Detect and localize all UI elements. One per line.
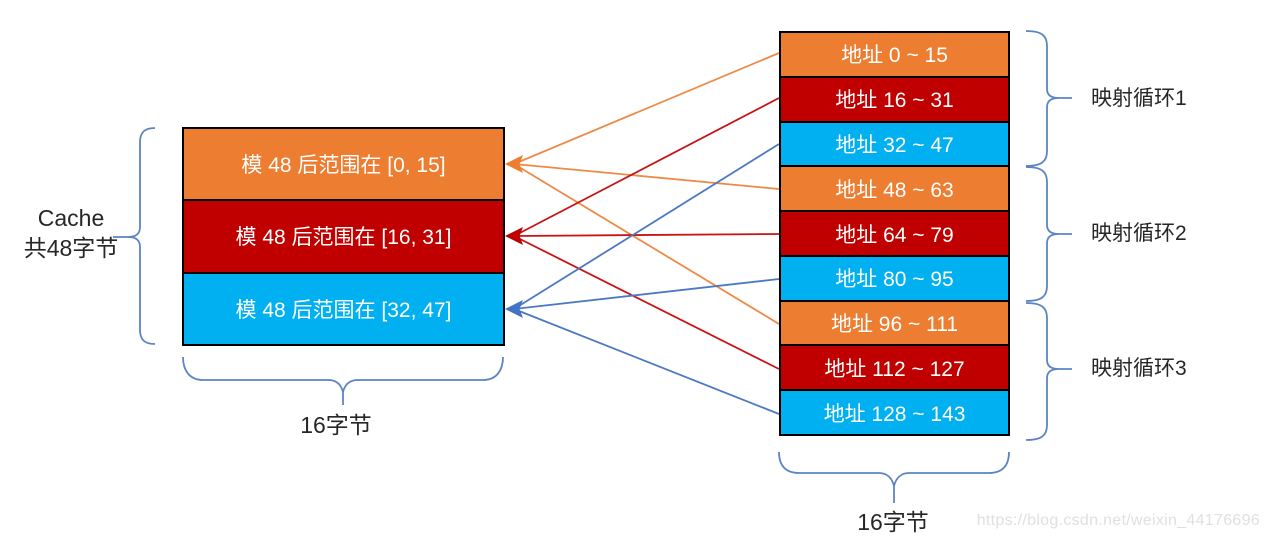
arrowhead-orange-icon bbox=[505, 155, 523, 173]
memory-box: 地址 0 ~ 15 地址 16 ~ 31 地址 32 ~ 47 地址 48 ~ … bbox=[779, 31, 1010, 436]
cycle-label-1: 映射循环1 bbox=[1091, 87, 1187, 110]
cache-row-1: 模 48 后范围在 [16, 31] bbox=[184, 201, 503, 274]
mapping-line-orange-3 bbox=[513, 163, 780, 325]
mapping-line-orange-2 bbox=[513, 163, 780, 190]
mapping-line-orange-1 bbox=[513, 52, 780, 165]
cycle-brace-3 bbox=[1025, 302, 1072, 441]
memory-width-brace bbox=[778, 451, 1010, 503]
cycle-label-3: 映射循环3 bbox=[1091, 357, 1187, 380]
cache-box: 模 48 后范围在 [0, 15] 模 48 后范围在 [16, 31] 模 4… bbox=[182, 127, 505, 346]
cycle-brace-1 bbox=[1025, 30, 1072, 167]
cache-title-line1: Cache bbox=[37, 205, 105, 231]
cache-row-2: 模 48 后范围在 [32, 47] bbox=[184, 273, 503, 344]
mapping-line-red-3 bbox=[513, 235, 780, 370]
cycle-label-2: 映射循环2 bbox=[1091, 222, 1187, 245]
cache-row-0: 模 48 后范围在 [0, 15] bbox=[184, 129, 503, 202]
cycle-brace-2 bbox=[1025, 166, 1072, 302]
mapping-line-blue-3 bbox=[513, 308, 780, 415]
mapping-lines bbox=[513, 52, 780, 415]
arrowheads bbox=[505, 155, 523, 318]
memory-row-0: 地址 0 ~ 15 bbox=[781, 33, 1008, 78]
cache-width-label: 16字节 bbox=[300, 412, 372, 438]
memory-row-3: 地址 48 ~ 63 bbox=[781, 167, 1008, 213]
watermark: https://blog.csdn.net/weixin_44176696 bbox=[976, 512, 1260, 529]
mapping-line-red-1 bbox=[513, 97, 780, 237]
memory-width-label: 16字节 bbox=[857, 509, 929, 535]
arrowhead-red-icon bbox=[505, 227, 523, 245]
cache-title: Cache 共48字节 bbox=[10, 203, 132, 263]
memory-row-4: 地址 64 ~ 79 bbox=[781, 212, 1008, 257]
mapping-line-blue-2 bbox=[513, 278, 780, 310]
arrowhead-blue-icon bbox=[505, 300, 523, 318]
memory-row-8: 地址 128 ~ 143 bbox=[781, 391, 1008, 435]
memory-row-5: 地址 80 ~ 95 bbox=[781, 256, 1008, 302]
mapping-line-red-2 bbox=[513, 233, 780, 237]
cache-width-brace bbox=[182, 356, 504, 405]
memory-row-2: 地址 32 ~ 47 bbox=[781, 122, 1008, 168]
mapping-line-blue-1 bbox=[513, 143, 780, 310]
memory-row-7: 地址 112 ~ 127 bbox=[781, 346, 1008, 392]
cache-title-line2: 共48字节 bbox=[23, 235, 119, 261]
memory-row-1: 地址 16 ~ 31 bbox=[781, 77, 1008, 123]
memory-row-6: 地址 96 ~ 111 bbox=[781, 301, 1008, 347]
